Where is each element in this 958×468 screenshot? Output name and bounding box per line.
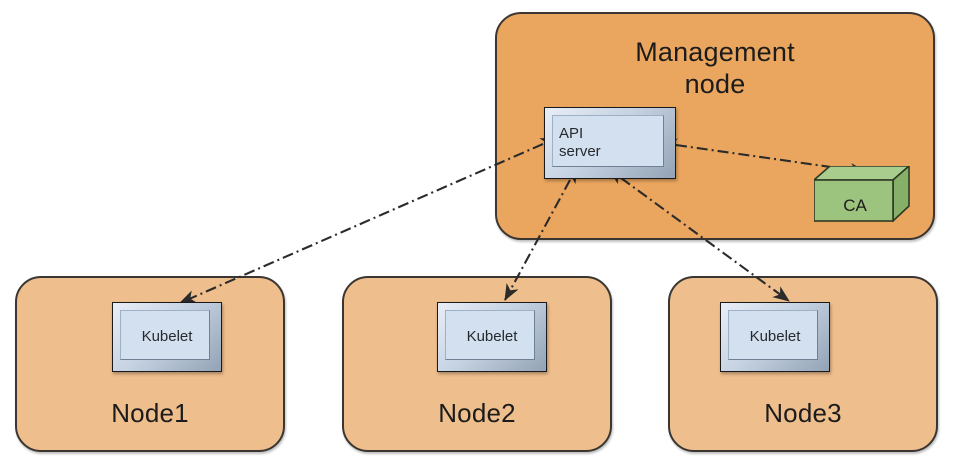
worker-node-1-title: Node1	[111, 398, 189, 428]
ca-cuboid[interactable]: CA	[811, 164, 912, 223]
connector-api-server-to-node3	[608, 168, 790, 302]
kubelet-label-node2: Kubelet	[466, 328, 518, 345]
api-server-label-line1: API	[559, 125, 584, 142]
kubelet-box-node2[interactable]: Kubelet	[437, 302, 547, 372]
kubelet-box-node1-inner	[120, 310, 210, 360]
connector-api-server-to-node2	[504, 166, 578, 301]
worker-node-2-title: Node2	[438, 398, 516, 428]
kubelet-box-node3[interactable]: Kubelet	[720, 302, 830, 372]
ca-cuboid-shape	[811, 164, 912, 223]
api-server-box-inner	[552, 115, 664, 167]
kubelet-label-node1: Kubelet	[141, 328, 193, 345]
management-node-title-line1: Management	[635, 37, 795, 67]
kubelet-box-node2-inner	[445, 310, 535, 360]
management-node-title-line2: node	[684, 69, 746, 99]
kubelet-box-node3-inner	[728, 310, 818, 360]
connector-api-server-to-ca	[660, 138, 868, 177]
connector-api-server-to-node1	[179, 137, 558, 304]
worker-node-3-title: Node3	[764, 398, 842, 428]
api-server-label-line2: server	[559, 143, 601, 160]
kubelet-label-node3: Kubelet	[749, 328, 801, 345]
kubelet-box-node1[interactable]: Kubelet	[112, 302, 222, 372]
